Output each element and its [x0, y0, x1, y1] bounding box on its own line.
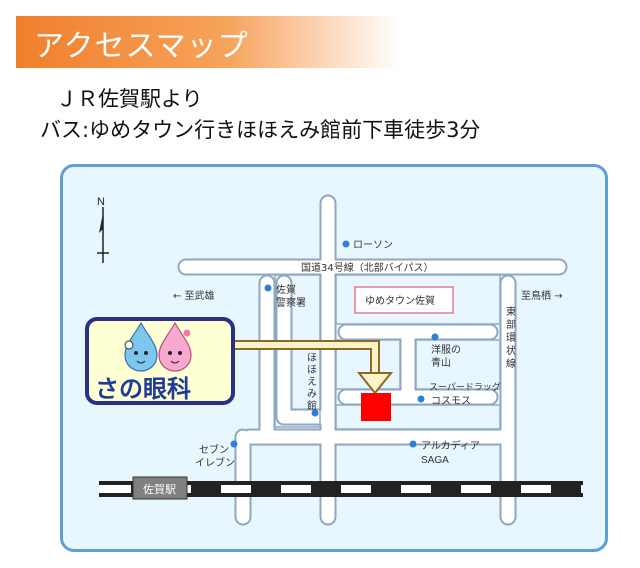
seven-eleven-marker	[230, 440, 238, 448]
hohoemi-label: ほ ほ え み 館	[307, 352, 317, 412]
seven-eleven-label-1: セブン	[199, 443, 229, 456]
youme-town-label: ゆめタウン佐賀	[365, 295, 435, 307]
saga-station-box	[132, 476, 188, 500]
arcadia-marker	[409, 440, 417, 448]
east-road-char: 状	[506, 344, 516, 357]
block-outlines	[274, 274, 501, 430]
route-arrow-fill	[231, 342, 378, 375]
east-ring-road-label: 東 部 環 状 線	[506, 305, 516, 370]
east-road-char: 東	[506, 305, 516, 318]
aoyama-label-2: 青山	[431, 356, 451, 369]
aoyama-marker	[431, 333, 439, 341]
north-label: N	[97, 196, 105, 208]
police-label-1: 佐賀	[276, 284, 296, 296]
access-line-jr: ＪＲ佐賀駅より	[56, 87, 203, 111]
east-road-char: 部	[506, 318, 516, 331]
youme-town-box	[354, 286, 454, 314]
access-line-bus: バス:ゆめタウン行きほほえみ館前下車徒歩3分	[40, 118, 481, 142]
east-road-char: 環	[506, 332, 516, 344]
route-arrow-outline	[231, 340, 380, 375]
hohoemi-char: 館	[307, 399, 317, 412]
clinic-name: さの眼科	[95, 375, 191, 403]
arcadia-label-1: アルカディア	[421, 439, 480, 452]
clinic-location-marker	[361, 393, 391, 421]
hohoemi-marker	[311, 409, 319, 417]
north-arrow: N	[97, 196, 109, 263]
lawson-marker	[342, 240, 350, 248]
saga-station-label: 佐賀駅	[143, 482, 176, 496]
mascot-pink-drop-icon	[158, 321, 192, 372]
title-banner: アクセスマップ	[16, 16, 400, 68]
arcadia-label-2: SAGA	[421, 455, 449, 466]
east-road-char: 線	[506, 357, 516, 370]
hohoemi-char: ほ	[307, 364, 317, 376]
hohoemi-char: ほ	[307, 352, 317, 364]
clinic-callout: さの眼科	[85, 317, 235, 405]
map-drawing: N 国道34号線（北部バイパス） ← 至武雄 至鳥栖 → 東 部 環 状 線 ロ…	[85, 194, 583, 526]
to-tosu-label: 至鳥栖 →	[521, 289, 563, 302]
seven-eleven-label-2: イレブン	[195, 456, 235, 469]
access-directions: ＪＲ佐賀駅より バス:ゆめタウン行きほほえみ館前下車徒歩3分	[40, 84, 480, 146]
cosmos-label-2: コスモス	[431, 396, 471, 407]
aoyama-label-1: 洋服の	[431, 343, 461, 356]
hohoemi-char: み	[307, 389, 317, 400]
page-title: アクセスマップ	[34, 29, 249, 64]
cosmos-marker	[417, 395, 425, 403]
mascot-blue-drop-icon	[124, 321, 158, 372]
highway-label: 国道34号線（北部バイパス）	[301, 261, 434, 274]
route-arrow-head	[356, 372, 394, 395]
cosmos-label-1: スーパードラッグ	[429, 381, 501, 393]
police-label-2: 警察署	[276, 296, 306, 309]
access-map: N 国道34号線（北部バイパス） ← 至武雄 至鳥栖 → 東 部 環 状 線 ロ…	[60, 164, 608, 552]
to-takeo-label: ← 至武雄	[173, 289, 215, 302]
road-fills	[179, 196, 566, 524]
police-marker	[264, 284, 272, 292]
hohoemi-char: え	[307, 376, 317, 388]
lawson-label: ローソン	[353, 240, 393, 251]
